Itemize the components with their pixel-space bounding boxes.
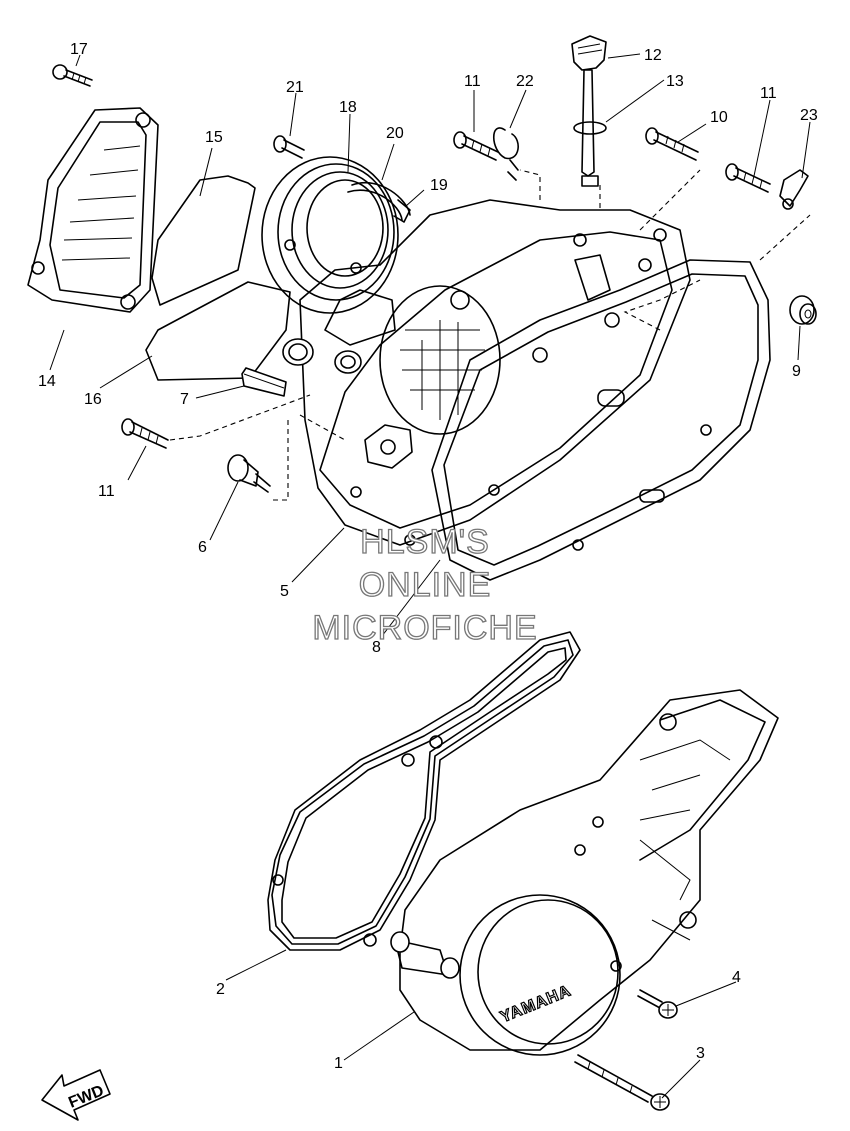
part-22-clip [493,127,519,181]
callout-17: 17 [70,41,88,58]
alignment-lines [169,169,811,501]
callout-22: 22 [516,73,534,90]
callout-11-top: 11 [464,73,481,90]
part-1-cover: YAMAHA [390,689,779,1056]
part-14-side-cover [27,107,159,313]
callout-10: 10 [710,109,728,126]
callout-15: 15 [205,129,223,146]
part-5-crankcase-cover [282,199,691,546]
fwd-arrow-icon: FWD [41,1069,111,1121]
part-10-bolt [645,127,699,161]
callout-23: 23 [800,107,818,124]
callout-13: 13 [666,73,684,90]
part-18-drum [261,156,399,314]
callout-numbers: 17 15 21 18 20 19 11 22 12 13 10 11 23 1… [38,41,818,1072]
callout-3: 3 [696,1045,705,1062]
part-4-screw [637,989,678,1019]
callout-20: 20 [386,125,404,142]
part-12-dipstick [571,35,607,187]
part-16-gasket [145,281,291,381]
callout-21: 21 [286,79,304,96]
part-23-clamp [779,169,809,210]
callout-1: 1 [334,1055,343,1072]
part-17-bolt [52,64,93,87]
part-11-bolt-right [725,163,771,193]
callout-11-right: 11 [760,85,777,102]
part-7-pad [241,367,287,397]
part-9-collar [789,295,817,325]
part-8-gasket [431,259,771,581]
part-19-clip [393,199,411,223]
callout-4: 4 [732,969,741,986]
part-11-bolt-top [453,131,499,161]
callout-6: 6 [198,539,207,556]
yamaha-logo: YAMAHA [498,982,574,1026]
callout-16: 16 [84,391,102,408]
part-6-plug [227,454,271,493]
callout-9: 9 [792,363,801,380]
callout-7: 7 [180,391,189,408]
part-15-gasket [151,175,256,306]
part-20-ring [347,182,411,221]
callout-11-left: 11 [98,483,115,500]
callout-14: 14 [38,373,56,390]
part-3-screw [574,1054,670,1111]
part-11-bolt-left [121,418,169,449]
callout-8: 8 [372,639,381,656]
callout-5: 5 [280,583,289,600]
callout-19: 19 [430,177,448,194]
callout-12: 12 [644,47,662,64]
leader-lines [49,53,811,1099]
part-2-gasket [267,631,581,951]
part-21-bolt [273,135,305,159]
callout-2: 2 [216,981,225,998]
callout-18: 18 [339,99,357,116]
